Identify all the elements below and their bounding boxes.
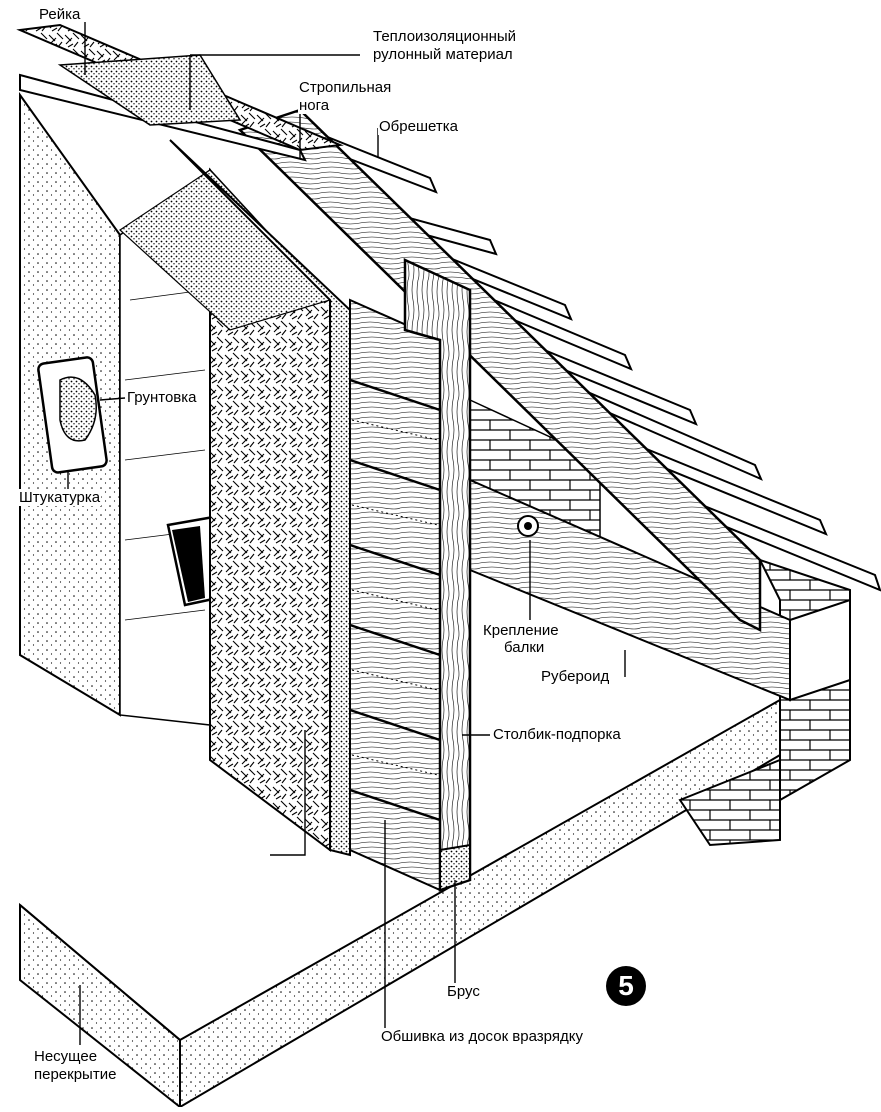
label-rafter-line1: Стропильная xyxy=(298,79,393,96)
membrane xyxy=(169,139,351,857)
rafter xyxy=(237,108,762,633)
label-timber: Брус xyxy=(446,983,481,1000)
wall-boarding xyxy=(349,298,441,892)
leader-lines xyxy=(67,22,626,1045)
label-battens: Обрешетка xyxy=(378,118,459,135)
label-insulation-roll-line1: Теплоизоляционный xyxy=(372,28,518,45)
label-floor-line1: Несущее xyxy=(33,1048,99,1065)
support-post xyxy=(403,258,472,892)
roof-top-layers xyxy=(16,23,344,162)
label-beam-fixing-line2: балки xyxy=(503,639,546,656)
label-plaster: Штукатурка xyxy=(18,489,102,506)
label-rafter-line2: нога xyxy=(298,97,331,114)
floor-beam xyxy=(469,478,851,702)
label-floor-line2: перекрытие xyxy=(33,1066,118,1083)
label-support-post: Столбик-подпорка xyxy=(492,726,622,743)
label-boarding: Обшивка из досок вразрядку xyxy=(380,1028,584,1045)
label-beam-fixing-line1: Крепление xyxy=(482,622,560,639)
label-roofing-felt: Рубероид xyxy=(540,668,611,685)
figure-number-badge: 5 xyxy=(606,966,646,1006)
plaster-wall xyxy=(19,91,234,726)
label-primer: Грунтовка xyxy=(126,389,198,406)
label-reyka: Рейка xyxy=(38,6,82,23)
label-insulation-roll-line2: рулонный материал xyxy=(372,46,514,63)
